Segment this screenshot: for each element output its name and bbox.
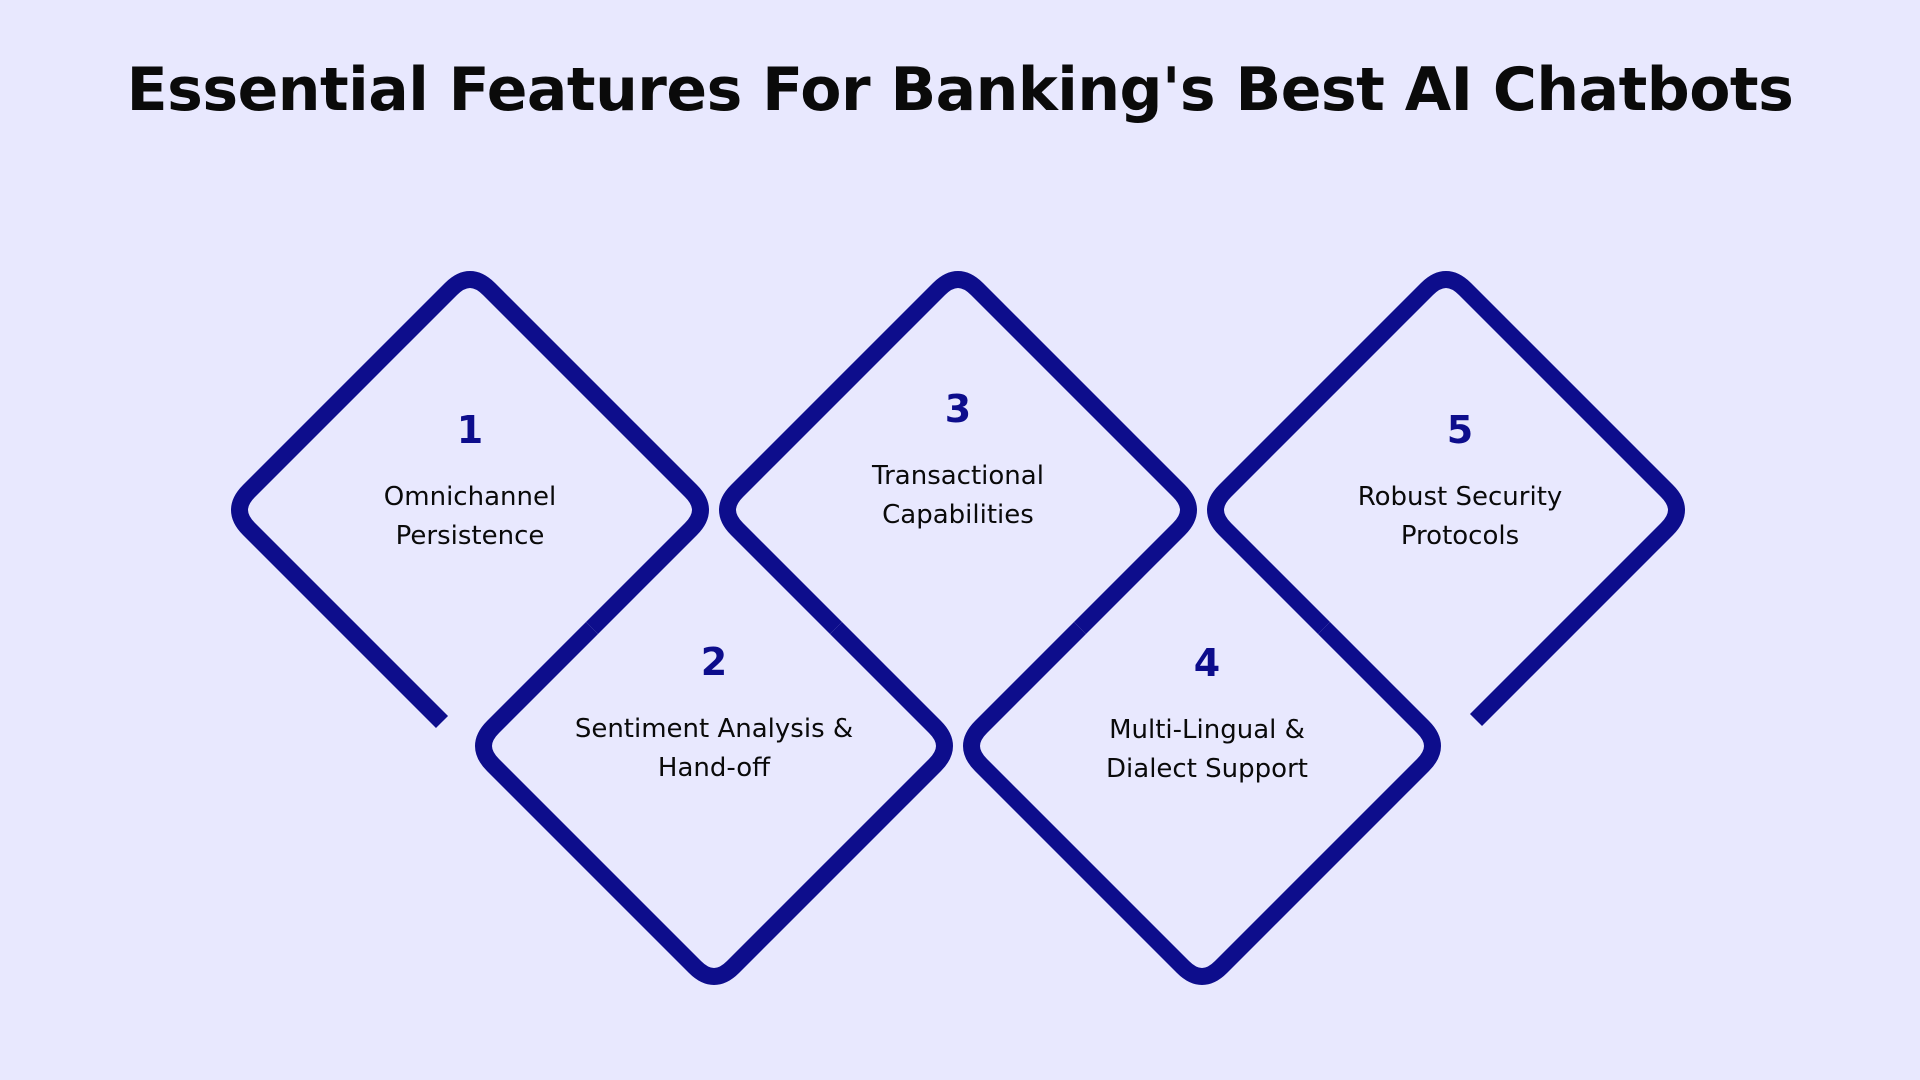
feature-label-line: Sentiment Analysis & <box>574 714 854 744</box>
feature-item-1: 1 Omnichannel Persistence <box>300 408 640 556</box>
feature-label-line: Robust Security <box>1357 482 1563 512</box>
feature-label-line: Capabilities <box>882 500 1034 530</box>
diamond-1-outline <box>231 271 709 729</box>
feature-item-5: 5 Robust Security Protocols <box>1290 408 1630 556</box>
feature-item-3: 3 Transactional Capabilities <box>788 387 1128 535</box>
feature-number: 5 <box>1446 408 1474 452</box>
feature-label: Robust Security Protocols <box>1290 478 1630 556</box>
feature-label-line: Persistence <box>395 521 545 551</box>
feature-item-2: 2 Sentiment Analysis & Hand-off <box>544 640 884 788</box>
feature-label-line: Transactional <box>872 461 1044 491</box>
diamond-4-outline <box>963 621 1441 985</box>
feature-item-4: 4 Multi-Lingual & Dialect Support <box>1037 641 1377 789</box>
feature-label-line: Protocols <box>1400 521 1520 551</box>
feature-label-line: Hand-off <box>657 753 771 783</box>
feature-label: Multi-Lingual & Dialect Support <box>1037 711 1377 789</box>
feature-label: Sentiment Analysis & Hand-off <box>544 710 884 788</box>
feature-number: 2 <box>700 640 728 684</box>
feature-number: 1 <box>456 408 484 452</box>
diamond-3-outline <box>719 271 1197 635</box>
diamond-2-outline <box>475 621 953 985</box>
feature-label-line: Multi-Lingual & <box>1109 715 1305 745</box>
feature-number: 3 <box>944 387 972 431</box>
page-title: Essential Features For Banking's Best AI… <box>126 55 1794 125</box>
feature-label-line: Omnichannel <box>383 482 557 512</box>
feature-number: 4 <box>1193 641 1221 685</box>
feature-label: Omnichannel Persistence <box>300 478 640 556</box>
feature-label: Transactional Capabilities <box>788 457 1128 535</box>
diamond-5-outline <box>1207 271 1685 727</box>
feature-label-line: Dialect Support <box>1106 754 1308 784</box>
